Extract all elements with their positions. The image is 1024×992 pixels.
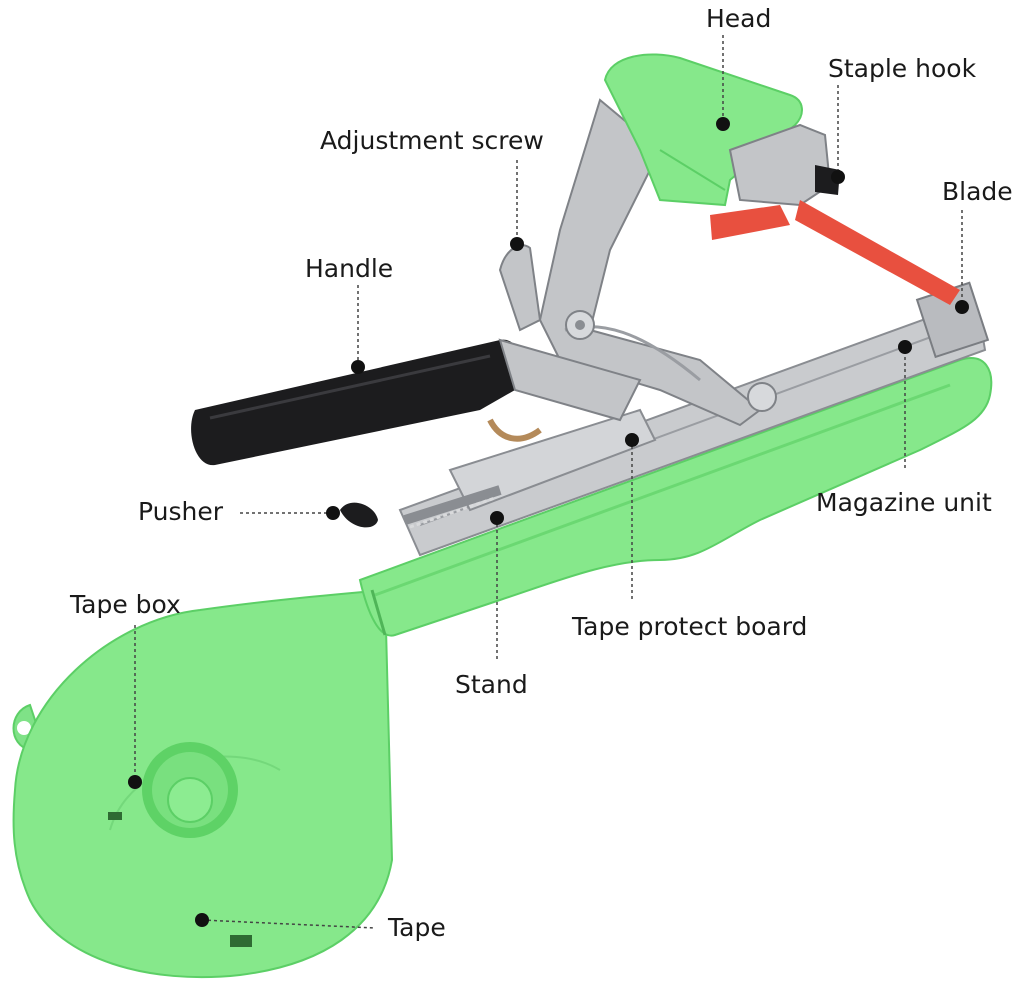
stand-body <box>358 357 993 637</box>
upper-arm <box>538 98 777 427</box>
label-tape: Tape <box>388 913 446 942</box>
label-stand: Stand <box>455 670 528 699</box>
marker-dots <box>128 117 969 927</box>
label-adjustment-screw: Adjustment screw <box>320 126 544 155</box>
leader-lines <box>134 35 963 929</box>
label-pusher: Pusher <box>138 497 224 526</box>
label-blade: Blade <box>942 177 1013 206</box>
label-head: Head <box>706 4 772 33</box>
pusher <box>340 485 502 529</box>
label-tape-box: Tape box <box>70 590 181 619</box>
tape-box-housing <box>12 588 394 979</box>
adjustment-screw <box>498 244 542 332</box>
magazine-unit <box>398 281 990 557</box>
handle <box>191 338 642 466</box>
label-staple-hook: Staple hook <box>828 54 977 83</box>
label-handle: Handle <box>305 254 394 283</box>
tape-strand <box>710 200 960 305</box>
label-magazine-unit: Magazine unit <box>816 488 992 517</box>
label-tape-protect-board: Tape protect board <box>572 612 808 641</box>
